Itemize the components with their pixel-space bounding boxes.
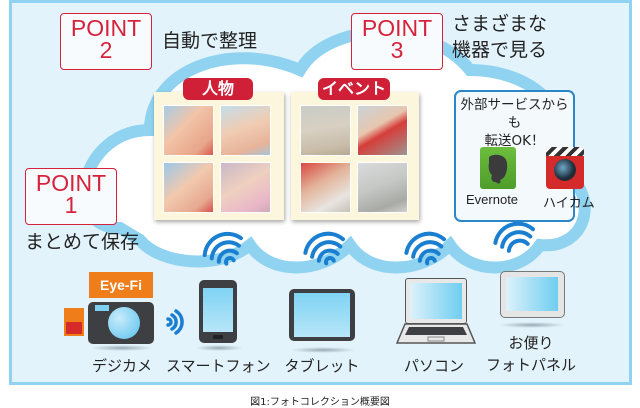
point-number: 1 — [64, 192, 78, 218]
device-label-tablet: タブレット — [284, 357, 360, 375]
device-label-photoframe-line1: お便り — [508, 334, 554, 352]
figure-caption: 図1:フォトコレクション概要図 — [250, 397, 390, 408]
photo — [300, 105, 351, 156]
point-3-text-line2: 機器で見る — [452, 39, 548, 61]
laptop-icon — [396, 278, 476, 350]
eyefi-card-icon — [64, 308, 84, 336]
point-1-text: まとめて保存 — [25, 231, 140, 253]
wifi-icon-photoframe — [493, 221, 535, 253]
point-3-text-line1: さまざまな — [452, 13, 548, 35]
wifi-icon-tablet — [303, 231, 345, 266]
device-label-laptop: パソコン — [403, 357, 464, 375]
album-events-label: イベント — [318, 78, 390, 100]
album-people — [154, 92, 284, 220]
eyefi-logo: Eye-Fi — [89, 272, 153, 298]
point-number: 2 — [99, 37, 113, 63]
photo — [300, 162, 351, 213]
device-label-photoframe-line2: フォトパネル — [485, 356, 576, 374]
hicam-label: ハイカム — [543, 195, 595, 210]
album-people-label: 人物 — [183, 78, 253, 100]
album-events — [291, 92, 419, 220]
title-line-2: 転送OK！ — [484, 133, 545, 149]
device-label-smartphone: スマートフォン — [166, 357, 271, 375]
photo — [357, 162, 408, 213]
wifi-icon-laptop — [404, 231, 446, 266]
point-2-badge: POINT 2 — [60, 13, 152, 70]
point-label: POINT — [35, 170, 107, 196]
title-line-1: 外部サービスからも — [460, 97, 569, 131]
photo — [220, 105, 271, 156]
evernote-label: Evernote — [466, 192, 519, 207]
photo-frame-icon — [500, 271, 565, 318]
point-number: 3 — [390, 37, 404, 63]
photo — [357, 105, 408, 156]
photo — [163, 162, 214, 213]
point-2-text: 自動で整理 — [162, 30, 258, 52]
point-label: POINT — [361, 15, 433, 41]
device-label-camera: デジカメ — [91, 357, 152, 375]
wifi-icon-camera — [166, 309, 184, 335]
smartphone-icon — [199, 280, 237, 343]
hicam-camera-icon — [546, 147, 584, 189]
photo — [163, 105, 214, 156]
tablet-icon — [289, 289, 355, 341]
point-label: POINT — [70, 15, 142, 41]
wifi-icon-smartphone — [202, 231, 243, 266]
digital-camera-icon — [88, 302, 154, 344]
evernote-elephant-icon — [480, 147, 516, 189]
external-services-box: 外部サービスからも 転送OK！ Evernote ハイカム — [454, 90, 595, 222]
external-services-title: 外部サービスからも 転送OK！ — [456, 96, 573, 150]
point-1-badge: POINT 1 — [25, 168, 117, 225]
point-3-badge: POINT 3 — [351, 13, 443, 70]
photo — [220, 162, 271, 213]
